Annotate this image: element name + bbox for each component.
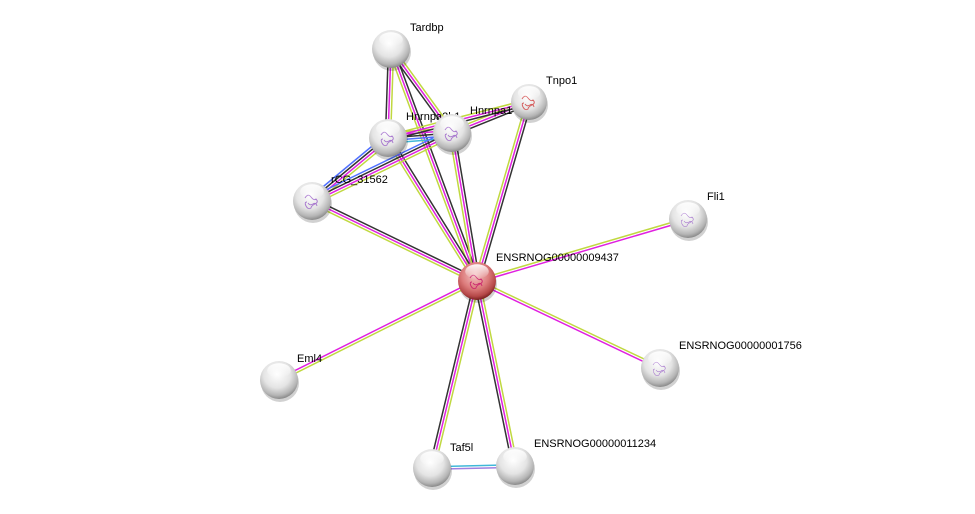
edge-evidence-experiments	[476, 101, 530, 282]
node-ENSRNOG00000009437[interactable]: ENSRNOG00000009437	[458, 252, 619, 303]
node-Hnrnpa1[interactable]: Hnrnpa1	[433, 105, 512, 155]
edge-evidence-textmining	[310, 202, 477, 285]
edge-evidence-experiments	[451, 132, 478, 282]
edge-evidence-experiments	[311, 200, 478, 282]
edge-evidence-textmining	[313, 135, 455, 206]
edge-ENSRNOG00000009437-ENSRNOG00000001756[interactable]	[476, 279, 661, 370]
node-label: ENSRNOG00000011234	[534, 438, 656, 450]
node-rCG_31562[interactable]: rCG_31562	[293, 174, 388, 223]
node-label: Tnpo1	[546, 75, 577, 87]
node-label: Fli1	[707, 191, 725, 203]
edge-evidence-textmining	[385, 138, 476, 283]
edge-ENSRNOG00000009437-Eml4[interactable]	[278, 279, 478, 382]
edge-evidence-coexpression	[473, 281, 514, 467]
edge-evidence-textmining	[477, 279, 661, 368]
edge-ENSRNOG00000009437-Tardbp[interactable]	[387, 47, 481, 283]
edge-evidence-coexpression	[478, 102, 533, 282]
edge-evidence-experiments	[476, 281, 660, 370]
node-highlight	[648, 351, 672, 366]
edge-evidence-coexpression	[453, 132, 481, 281]
node-highlight	[420, 451, 444, 466]
edge-evidence-experiments	[278, 279, 477, 380]
edge-evidence-textmining	[473, 101, 528, 281]
edge-evidence-database	[309, 128, 451, 199]
edge-ENSRNOG00000009437-Fli1[interactable]	[476, 217, 689, 283]
edge-evidence-coexpression	[311, 131, 452, 201]
edge-ENSRNOG00000009437-ENSRNOG00000011234[interactable]	[473, 280, 519, 467]
node-highlight	[300, 184, 324, 199]
node-label: Taf5l	[450, 442, 473, 454]
node-label: Hnrnpa1	[470, 105, 512, 117]
node-highlight	[517, 86, 541, 100]
node-label: Eml4	[297, 353, 322, 365]
edge-evidence-coexpression	[392, 47, 481, 281]
node-Taf5l[interactable]: Taf5l	[413, 442, 473, 490]
node-label: ENSRNOG00000009437	[496, 252, 619, 264]
edge-evidence-experiments	[390, 48, 478, 282]
node-highlight	[440, 116, 464, 131]
edge-evidence-coexpression	[428, 280, 476, 468]
node-Tardbp[interactable]: Tardbp	[372, 22, 444, 71]
edge-evidence-experiments	[431, 280, 478, 469]
node-highlight	[376, 121, 400, 136]
edge-evidence-experiments	[477, 219, 689, 283]
node-ENSRNOG00000001756[interactable]: ENSRNOG00000001756	[641, 340, 802, 390]
edge-evidence-textmining	[279, 281, 478, 382]
node-highlight	[379, 32, 403, 47]
node-highlight	[465, 264, 489, 279]
edge-ENSRNOG00000009437-rCG_31562[interactable]	[310, 197, 479, 285]
edge-Hnrnpa1-rCG_31562[interactable]	[309, 128, 455, 206]
node-label: Tardbp	[410, 22, 444, 34]
node-Eml4[interactable]: Eml4	[260, 353, 322, 402]
node-Fli1[interactable]: Fli1	[669, 191, 725, 241]
edge-evidence-coexpression	[312, 197, 479, 280]
node-highlight	[503, 449, 527, 464]
edge-evidence-experiments	[476, 280, 516, 467]
node-ENSRNOG00000011234[interactable]: ENSRNOG00000011234	[496, 438, 656, 488]
edge-evidence-textmining	[478, 280, 519, 466]
node-Hnrnpa2b1[interactable]: Hnrnpa2b1	[369, 111, 460, 160]
edge-evidence-experiments	[312, 133, 453, 203]
node-label: ENSRNOG00000001756	[679, 340, 802, 352]
node-highlight	[676, 202, 700, 217]
node-label: rCG_31562	[331, 174, 388, 186]
edge-evidence-textmining	[387, 49, 476, 283]
node-Tnpo1[interactable]: Tnpo1	[511, 75, 577, 123]
edge-ENSRNOG00000009437-Taf5l[interactable]	[428, 280, 481, 469]
edge-ENSRNOG00000009437-Hnrnpa1[interactable]	[448, 132, 481, 282]
edge-evidence-textmining	[433, 281, 481, 469]
edge-evidence-textmining	[476, 217, 688, 281]
edge-evidence-textmining	[448, 133, 476, 282]
node-highlight	[267, 363, 291, 378]
edge-ENSRNOG00000009437-Tnpo1[interactable]	[473, 101, 533, 282]
